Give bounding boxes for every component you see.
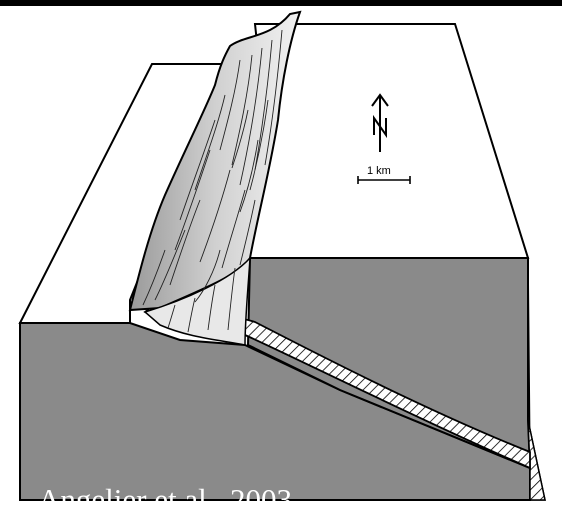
scarp-toe (143, 255, 251, 346)
top-border (0, 0, 562, 6)
figure-credit: Angelier et al., 2003 (38, 482, 292, 517)
scale-label: 1 km (367, 165, 391, 177)
north-arrow-icon (371, 93, 389, 152)
scarp-striations (142, 29, 283, 333)
scale-bar: 1 km (357, 165, 411, 184)
